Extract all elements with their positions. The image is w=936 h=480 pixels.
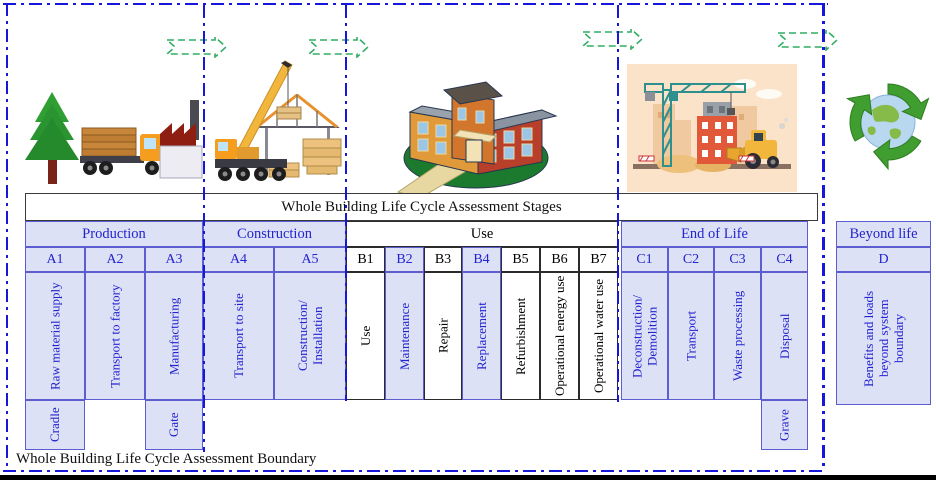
- construction-illustration: [215, 60, 342, 181]
- construction-use-divider-line: [345, 5, 347, 401]
- bottom-bar: [0, 475, 936, 480]
- stage-code-b2: B2: [385, 247, 424, 272]
- group-production: Production: [25, 221, 203, 247]
- flow-arrow-icon: [777, 29, 839, 51]
- stage-label-a5: Construction/ Installation: [274, 272, 346, 400]
- group-beyond-life: Beyond life: [836, 221, 931, 247]
- stage-code-b6: B6: [540, 247, 579, 272]
- stage-code-c1: C1: [621, 247, 668, 272]
- stage-code-b3: B3: [424, 247, 462, 272]
- stage-code-a1: A1: [25, 247, 85, 272]
- stage-code-a4: A4: [203, 247, 274, 272]
- production-construction-divider-line: [203, 5, 205, 452]
- flow-arrow-icon: [166, 36, 228, 58]
- stage-code-a3: A3: [145, 247, 203, 272]
- milestone-gate: Gate: [145, 400, 203, 450]
- group-end-of-life: End of Life: [621, 221, 808, 247]
- stage-code-a5: A5: [274, 247, 346, 272]
- stage-label-a3: Manufacturing: [145, 272, 203, 400]
- pine-tree-icon: [25, 92, 79, 184]
- stage-code-b1: B1: [346, 247, 385, 272]
- building-illustration: [396, 81, 558, 196]
- stages-header: Whole Building Life Cycle Assessment Sta…: [25, 193, 818, 221]
- system-boundary-left-line: [6, 3, 8, 471]
- stage-label-a2: Transport to factory: [85, 272, 145, 400]
- stage-label-b7: Operational water use: [579, 272, 618, 400]
- stage-code-b5: B5: [501, 247, 540, 272]
- flow-arrow-icon: [308, 36, 370, 58]
- log-truck-icon: [80, 127, 164, 175]
- stage-label-b5: Refurbishment: [501, 272, 540, 400]
- stage-code-c3: C3: [714, 247, 761, 272]
- safety-barrier-icon: [638, 155, 755, 162]
- stage-code-d: D: [836, 247, 931, 272]
- mobile-crane-icon: [215, 60, 302, 181]
- boundary-caption: Whole Building Life Cycle Assessment Bou…: [16, 451, 317, 467]
- group-use: Use: [346, 221, 618, 247]
- system-boundary-top-line: [3, 3, 828, 5]
- stage-code-b7: B7: [579, 247, 618, 272]
- stage-label-b4: Replacement: [462, 272, 501, 400]
- system-boundary-right-line: [822, 3, 825, 471]
- flow-arrow-icon: [582, 28, 644, 50]
- stage-label-b6: Operational energy use: [540, 272, 579, 400]
- beyond-life-illustration: [841, 83, 930, 176]
- stage-label-c1: Deconstruction/ Demolition: [621, 272, 668, 400]
- sand-pile-icon: [657, 155, 701, 173]
- milestone-cradle: Cradle: [25, 400, 85, 450]
- system-boundary-bottom-line: [3, 470, 825, 472]
- stage-label-b1: Use: [346, 272, 385, 400]
- stage-label-d: Benefits and loads beyond system boundar…: [836, 272, 931, 405]
- building-icon: [396, 81, 558, 196]
- stage-label-b2: Maintenance: [385, 272, 424, 400]
- stage-code-c4: C4: [761, 247, 808, 272]
- stage-code-a2: A2: [85, 247, 145, 272]
- stage-label-c3: Waste processing: [714, 272, 761, 400]
- stage-code-c2: C2: [668, 247, 714, 272]
- stage-label-c2: Transport: [668, 272, 714, 400]
- milestone-grave: Grave: [761, 400, 808, 450]
- production-illustration: [25, 92, 203, 184]
- stage-label-a4: Transport to site: [203, 272, 274, 400]
- stage-label-a1: Raw material supply: [25, 272, 85, 400]
- demolition-illustration: [627, 64, 797, 192]
- recycle-globe-icon: [841, 83, 930, 176]
- group-construction: Construction: [203, 221, 346, 247]
- stage-label-b3: Repair: [424, 272, 462, 400]
- stage-code-b4: B4: [462, 247, 501, 272]
- stage-label-c4: Disposal: [761, 272, 808, 400]
- factory-icon: [159, 100, 203, 179]
- use-endoflife-divider-line: [617, 5, 619, 402]
